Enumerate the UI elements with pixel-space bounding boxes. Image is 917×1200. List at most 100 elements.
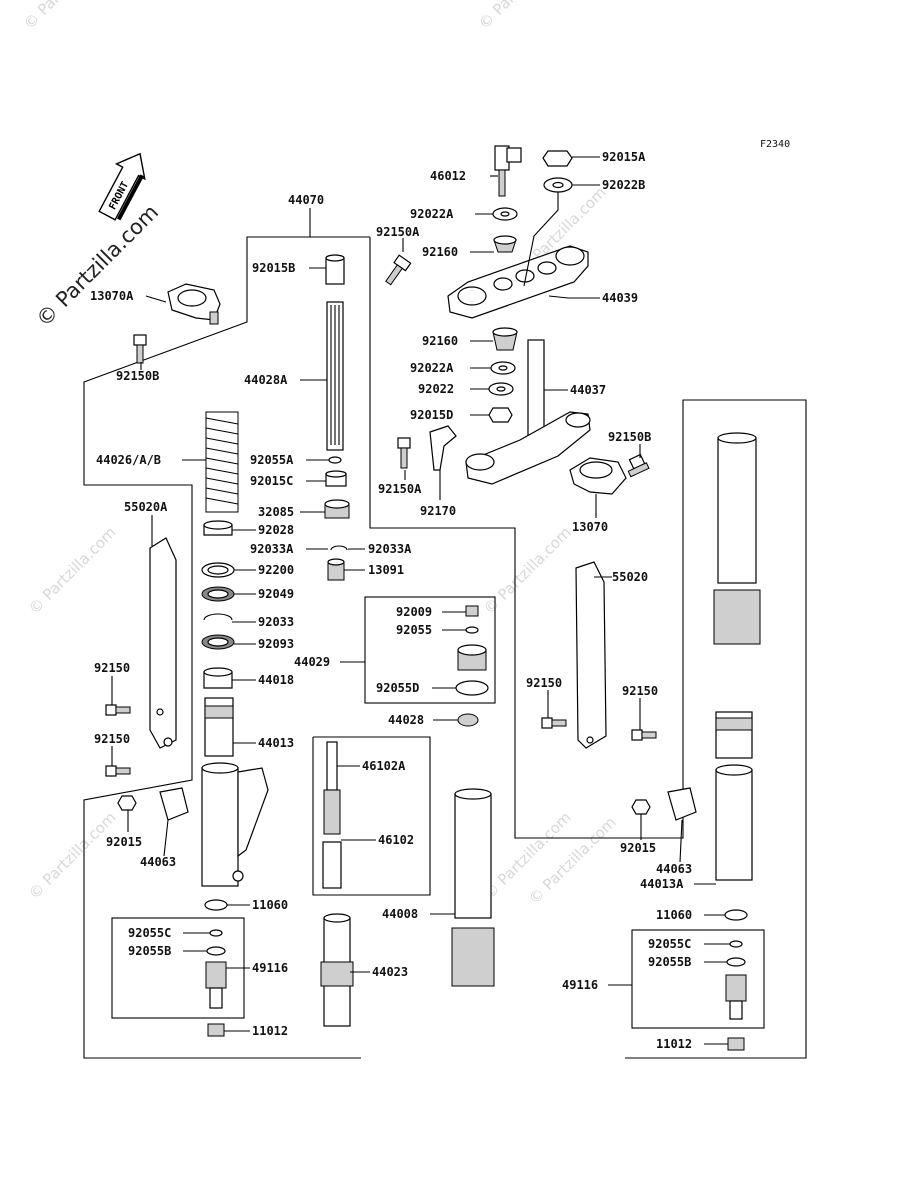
outer-tube-44008-icon [451,788,495,987]
part-label: 92033A [368,542,412,556]
part-label: 92055D [376,681,419,695]
part-label: 55020A [124,500,168,514]
bottom-case-right-icon [715,711,753,881]
washer-11060-right-icon [724,909,748,921]
part-label: 92022 [418,382,454,396]
part-label: 92170 [420,504,456,518]
bolt-92150-r2-icon [631,729,643,741]
clamp-13070A-icon [167,283,221,325]
part-label: 49116 [562,978,598,992]
part-label: 92150A [378,482,422,496]
o-ring-92055C-left-icon [209,929,223,937]
rod-46102-icon [322,741,342,889]
part-label: 44023 [372,965,408,979]
bolt-92150-l1-icon [105,704,117,716]
bolt-92150A-icon [385,254,412,286]
cable-clamp-92170-icon [429,425,457,471]
valve-49116-right-icon [725,974,747,1020]
stem-bolt-46012-icon [494,145,522,197]
o-ring-92055B-right-icon [726,957,746,967]
part-label: 92015 [620,841,656,855]
part-label: 92200 [258,563,294,577]
part-label: 92055 [396,623,432,637]
part-label: 92160 [422,334,458,348]
upper-bracket-44039-icon [447,245,589,319]
part-label: 11060 [656,908,692,922]
bolt-92150B-left-icon [133,334,147,346]
part-label: 92022B [602,178,645,192]
nut-92015-left-icon [117,795,137,811]
part-label: 92055C [648,937,691,951]
part-label: 92055A [250,453,294,467]
assembly-outlines [83,208,807,1059]
part-label: 55020 [612,570,648,584]
front-arrow-icon: FRONT [98,152,146,221]
part-label: 92033 [258,615,294,629]
center-assembly-outline [369,237,807,1059]
part-label: 92015A [602,150,646,164]
o-ring-92055A-icon [328,456,342,464]
washer-11060-left-icon [204,899,228,911]
spring-44026-icon [205,411,239,513]
part-label: 92150 [94,661,130,675]
bolt-92150-l2-icon [105,765,117,777]
axle-holder-44063-left-icon [159,787,189,821]
circlip-92033-icon [203,613,233,621]
part-label: 92022A [410,361,454,375]
part-label: 92150 [526,676,562,690]
cylinder-44023-icon [320,913,354,1027]
part-label: 49116 [252,961,288,975]
watermark-text: © Partzilla.com [525,813,620,908]
part-label: 92055B [648,955,691,969]
part-label: 46102 [378,833,414,847]
part-label: 92150B [116,369,159,383]
rod-assembly-box-46102 [312,736,431,896]
part-label: 92093 [258,637,294,651]
part-label: 92015B [252,261,295,275]
part-label: 11012 [252,1024,288,1038]
part-label: 92015 [106,835,142,849]
part-label: 44018 [258,673,294,687]
cap-nut-92015B-icon [325,257,345,285]
left-fork-assembly-outline [83,236,361,1059]
part-label: 92055B [128,944,171,958]
right-valve-box-49116 [631,929,765,1029]
screw-92009-icon [465,605,479,617]
fork-guard-55020A-icon [149,537,177,749]
part-label: 11012 [656,1037,692,1051]
part-label: 44039 [602,291,638,305]
part-label: 44013 [258,736,294,750]
part-label: 44028 [388,713,424,727]
part-label: 92150 [94,732,130,746]
part-label: 92015C [250,474,293,488]
part-label: 46012 [430,169,466,183]
part-label: 44037 [570,383,606,397]
part-label: 92049 [258,587,294,601]
part-label: 44070 [288,193,324,207]
part-label: 92022A [410,207,454,221]
bottom-case-left-icon [201,762,269,887]
collar-44028-icon [457,713,479,727]
nut-92015D-icon [488,407,513,423]
part-label: 92055C [128,926,171,940]
part-label: 44026/A/B [96,453,161,467]
bolt-92150-r1-icon [541,717,553,729]
part-label: 13091 [368,563,404,577]
part-label: 92150A [376,225,420,239]
part-label: 92160 [422,245,458,259]
nut-92015-right-icon [631,799,651,815]
part-drawings [105,145,761,1051]
part-label: 46102A [362,759,406,773]
part-label: 92033A [250,542,294,556]
axle-holder-44063-right-icon [667,787,697,821]
fork-tube-right-upper-icon [713,432,761,645]
watermark-text: © Partzilla.com [20,0,115,33]
figure-code: F2340 [760,139,790,150]
watermark-text: © Partzilla.com [25,808,120,903]
nut-92015A-icon [542,150,573,167]
o-ring-92055-icon [465,626,479,634]
part-label: 92150B [608,430,651,444]
part-label: 44013A [640,877,684,891]
bolt-92150B-right-icon [627,453,650,478]
